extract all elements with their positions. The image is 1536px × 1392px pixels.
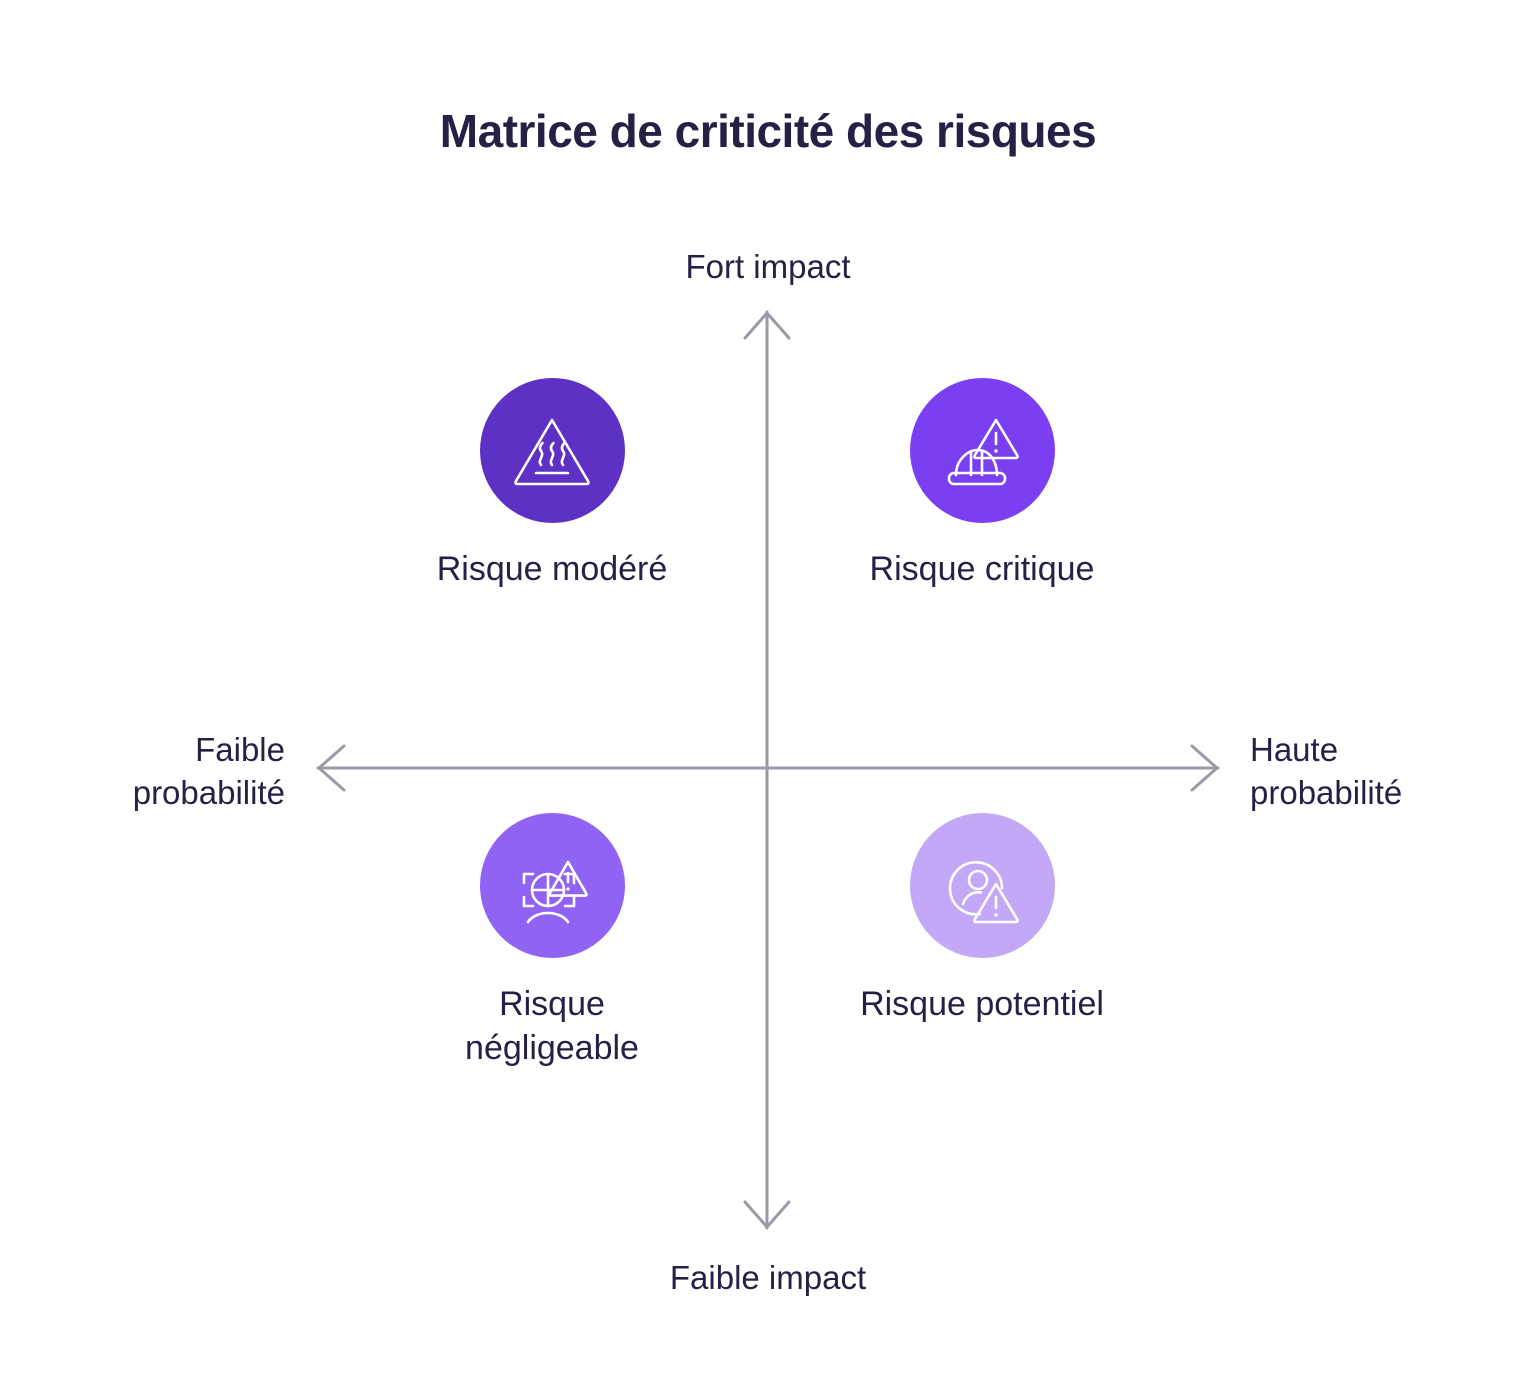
axis-arrow-right — [1190, 744, 1219, 792]
axis-label-high-probability: Haute probabilité — [1250, 731, 1403, 811]
page-title: Matrice de criticité des risques — [439, 105, 1097, 157]
quadrant-potential-risk[interactable]: Risque potentiel — [832, 813, 1132, 1026]
risk-label-negligible: Risque négligeable — [465, 985, 639, 1068]
risk-label-potential: Risque potentiel — [860, 985, 1104, 1023]
axis-arrow-down — [743, 1200, 791, 1229]
axis-label-low-probability: Faible probabilité — [132, 731, 285, 811]
quadrant-moderate-risk[interactable]: Risque modéré — [402, 378, 702, 591]
risk-label-moderate: Risque modéré — [436, 550, 668, 588]
hot-surface-warning-icon — [514, 418, 590, 485]
risk-icon-badge-potential — [909, 813, 1055, 958]
axis-label-low-impact: Faible impact — [669, 1259, 867, 1296]
hard-hat-warning-icon — [947, 418, 1019, 485]
scan-analysis-warning-icon — [522, 860, 588, 923]
risk-icon-badge-critical — [909, 378, 1055, 523]
axis-arrow-up — [743, 311, 791, 340]
user-warning-icon — [948, 860, 1019, 923]
risk-label-critical: Risque critique — [869, 550, 1095, 588]
quadrant-critical-risk[interactable]: Risque critique — [832, 378, 1132, 591]
axis-label-high-impact: Fort impact — [685, 248, 851, 285]
quadrant-negligible-risk[interactable]: Risque négligeable — [402, 813, 702, 1070]
risk-icon-badge-negligible — [479, 813, 625, 958]
axis-arrow-left — [317, 744, 346, 792]
risk-icon-badge-moderate — [479, 378, 625, 523]
